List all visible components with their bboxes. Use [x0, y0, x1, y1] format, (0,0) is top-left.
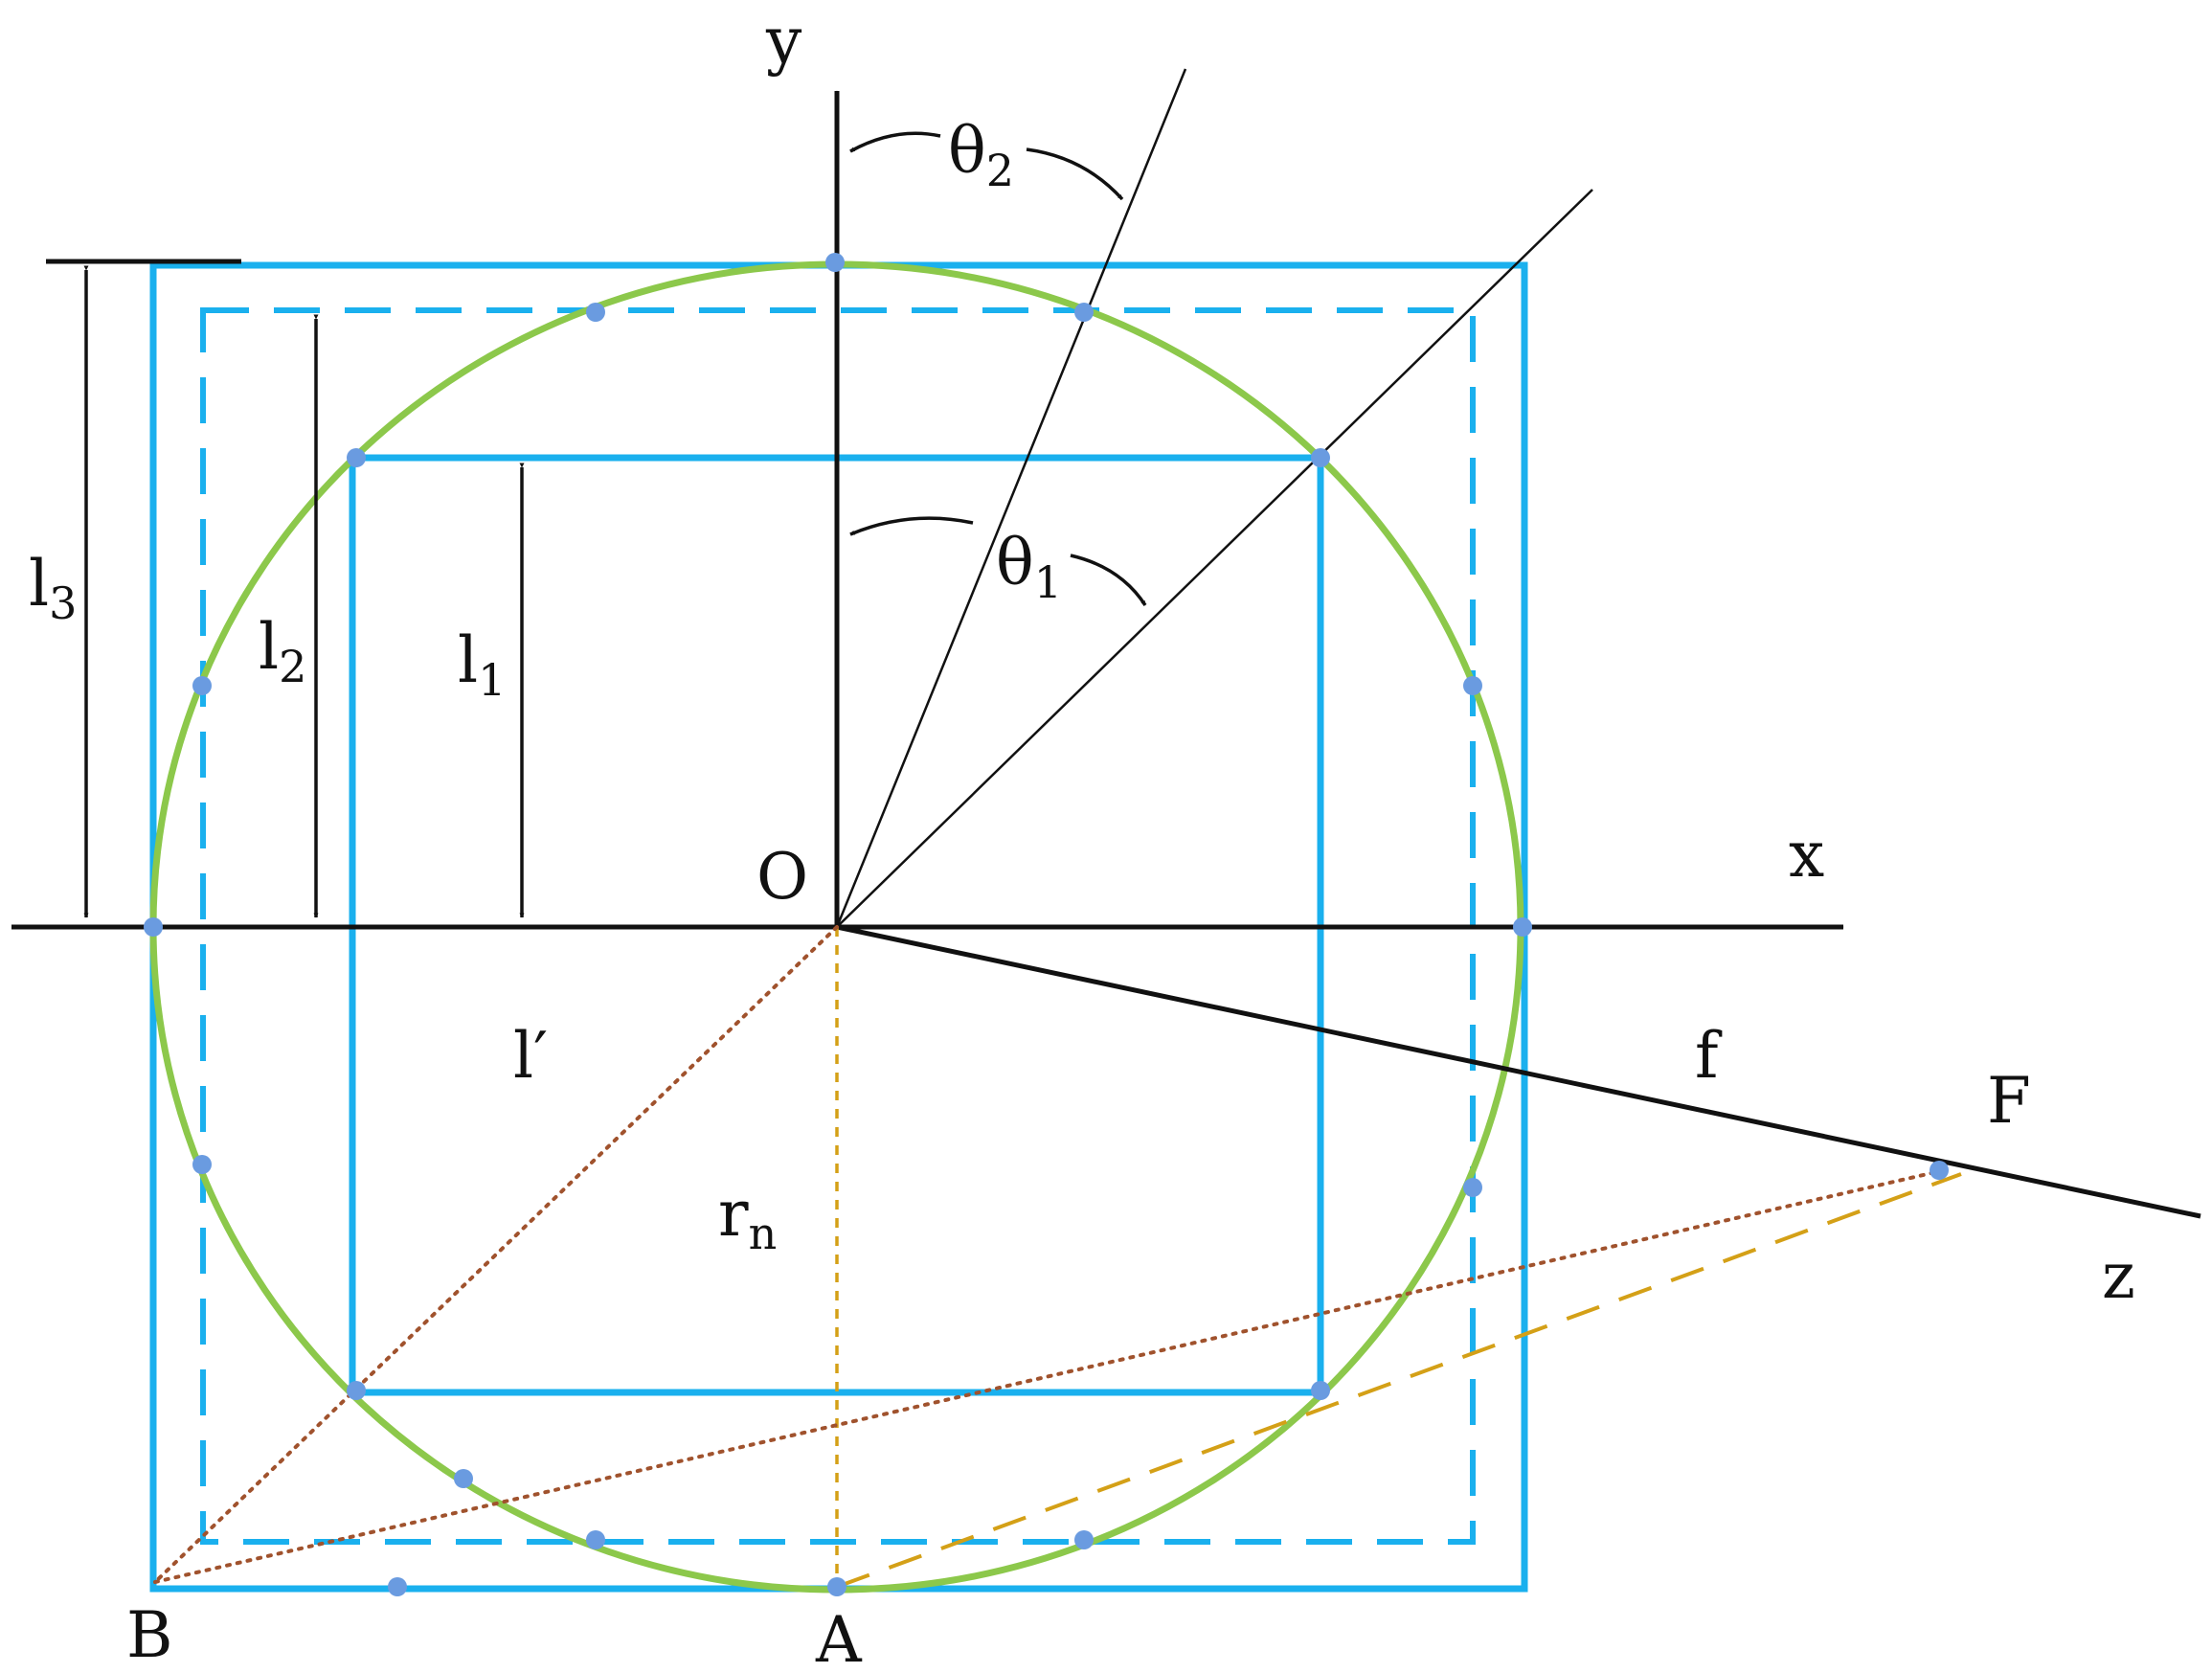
node [347, 1381, 366, 1400]
node [825, 253, 845, 272]
ray-theta1 [836, 189, 1593, 928]
l1-subscript: 1 [478, 654, 506, 706]
point-a-label: A [815, 1603, 863, 1673]
theta1-subscript: 1 [1034, 556, 1062, 608]
theta2-subscript: 2 [986, 145, 1014, 196]
node [1074, 1530, 1094, 1549]
l2-label: l2 [259, 610, 306, 692]
af-dashed-line [836, 1172, 1962, 1589]
rn-subscript: n [749, 1208, 778, 1259]
z-axis-label: z [2102, 1239, 2135, 1313]
node [827, 1577, 846, 1596]
bf-dotted-line [153, 1168, 1946, 1584]
ob-dotted-line [153, 925, 839, 1584]
node [388, 1577, 407, 1596]
node [1463, 1178, 1482, 1197]
node [192, 676, 212, 695]
l2-main: l [259, 610, 279, 684]
node [1930, 1161, 1949, 1180]
rn-main: r [718, 1177, 749, 1251]
node [192, 1155, 212, 1174]
node [1463, 676, 1482, 695]
theta2-label: θ2 [948, 114, 1014, 196]
z-axis [836, 924, 2201, 1219]
node [1311, 448, 1330, 467]
l1-label: l1 [458, 623, 506, 706]
node [1311, 1381, 1330, 1400]
focal-length-label: f [1695, 1019, 1723, 1093]
theta1-main: θ [996, 526, 1034, 599]
theta2-main: θ [948, 114, 986, 188]
node [144, 917, 163, 937]
l3-main: l [29, 547, 49, 621]
rn-label: rn [718, 1177, 777, 1259]
theta1-arc-arrow-right [1070, 554, 1147, 606]
theta1-arc-arrow-left [849, 516, 974, 536]
node-group [144, 253, 1949, 1596]
origin-label: O [756, 840, 808, 914]
node [1074, 303, 1094, 322]
point-b-label: B [126, 1598, 173, 1672]
l3-subscript: 3 [49, 577, 77, 629]
point-f-label: F [1987, 1064, 2031, 1138]
theta2-arc-arrow-left [849, 131, 941, 153]
x-axis-label: x [1789, 818, 1824, 892]
node [347, 448, 366, 467]
node [586, 1530, 605, 1549]
ray-theta2 [835, 68, 1187, 928]
theta2-arc-arrow-right [1026, 147, 1124, 201]
node [1513, 917, 1532, 937]
y-axis-label: y [765, 4, 802, 78]
l2-subscript: 2 [279, 641, 306, 692]
node [454, 1469, 473, 1488]
l1-main: l [458, 623, 478, 697]
l-prime-label: l′ [513, 1019, 548, 1093]
theta1-label: θ1 [996, 526, 1062, 608]
l3-label: l3 [29, 547, 77, 629]
node [586, 303, 605, 322]
